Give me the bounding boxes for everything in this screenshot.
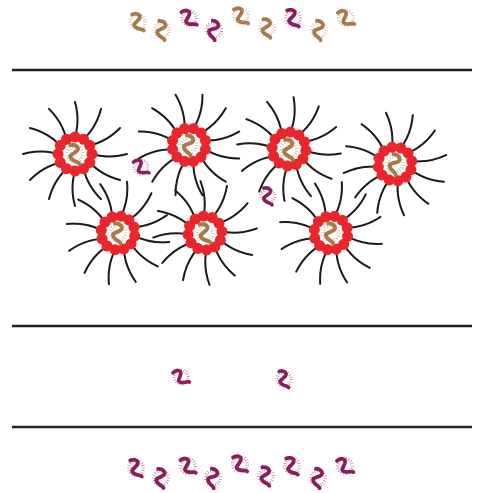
middle-panel-molecules — [171, 368, 293, 390]
squiggle-molecule-icon — [65, 142, 85, 166]
micelle-panel — [22, 93, 448, 286]
squiggle-molecule-icon — [308, 466, 328, 491]
squiggle-molecule-icon — [178, 456, 198, 476]
squiggle-molecule-icon — [282, 455, 302, 477]
squiggle-molecule-icon — [131, 158, 151, 176]
micelle-icon — [137, 93, 241, 197]
squiggle-molecule-icon — [256, 465, 276, 488]
squiggle-molecule-icon — [279, 137, 299, 162]
micelle-icon — [279, 181, 383, 285]
micelle-icon — [342, 111, 448, 217]
top-molecule-row — [128, 6, 357, 43]
squiggle-molecule-icon — [335, 456, 356, 475]
squiggle-molecule-icon — [171, 368, 192, 386]
squiggle-molecule-icon — [231, 454, 249, 474]
divider-lines — [12, 68, 472, 429]
squiggle-molecule-icon — [257, 17, 277, 40]
squiggle-molecule-icon — [179, 133, 199, 158]
squiggle-molecule-icon — [309, 18, 329, 43]
micelle-icon — [236, 96, 342, 202]
squiggle-molecule-icon — [321, 221, 341, 246]
micelle-icon — [152, 180, 258, 286]
bottom-molecule-row — [126, 454, 356, 491]
squiggle-molecule-icon — [128, 11, 148, 33]
squiggle-molecule-icon — [232, 6, 250, 26]
micelle-icon — [22, 101, 128, 207]
squiggle-molecule-icon — [204, 466, 222, 491]
squiggle-molecule-icon — [152, 19, 172, 42]
micelle-icon — [65, 180, 171, 286]
squiggle-molecule-icon — [275, 369, 293, 390]
squiggle-molecule-icon — [385, 152, 405, 177]
squiggle-molecule-icon — [259, 186, 277, 207]
squiggle-molecule-icon — [195, 222, 215, 245]
squiggle-molecule-icon — [126, 457, 146, 479]
squiggle-molecule-icon — [283, 7, 303, 29]
squiggle-molecule-icon — [108, 221, 128, 246]
squiggle-molecule-icon — [205, 18, 223, 43]
squiggle-molecule-icon — [151, 467, 171, 490]
squiggle-molecule-icon — [179, 8, 199, 28]
squiggle-molecule-icon — [336, 8, 357, 27]
